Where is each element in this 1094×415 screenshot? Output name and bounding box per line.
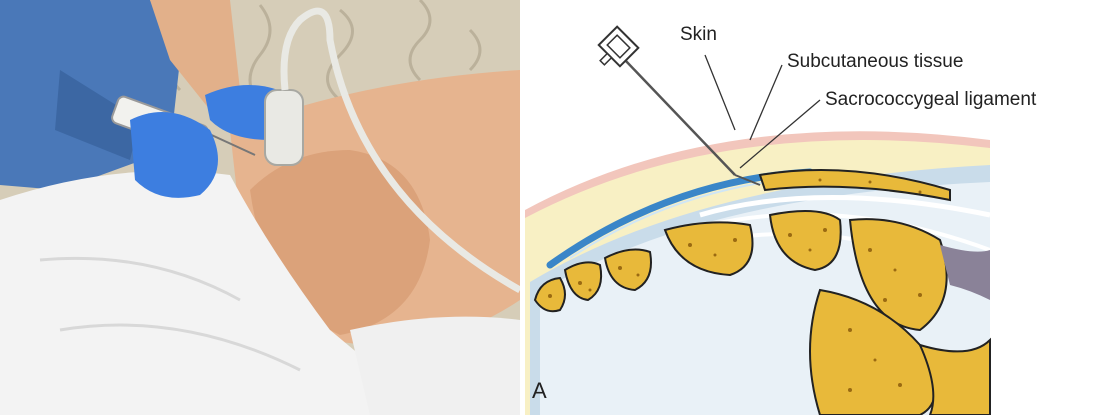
ligament-label: Sacrococcygeal ligament — [825, 89, 1037, 110]
subcutaneous-leader-line — [750, 65, 782, 140]
clinical-photo — [0, 0, 520, 415]
subcutaneous-label: Subcutaneous tissue — [787, 51, 963, 72]
ultrasound-probe — [265, 90, 303, 165]
white-sheet — [350, 317, 520, 415]
clinical-photo-svg — [0, 0, 520, 415]
anatomy-diagram: Skin Subcutaneous tissue Sacrococcygeal … — [520, 0, 1094, 415]
panel-letter: A — [532, 378, 547, 403]
skin-label: Skin — [680, 24, 717, 45]
skin-leader-line — [705, 55, 735, 130]
anatomy-diagram-svg: Skin Subcutaneous tissue Sacrococcygeal … — [520, 0, 1094, 415]
